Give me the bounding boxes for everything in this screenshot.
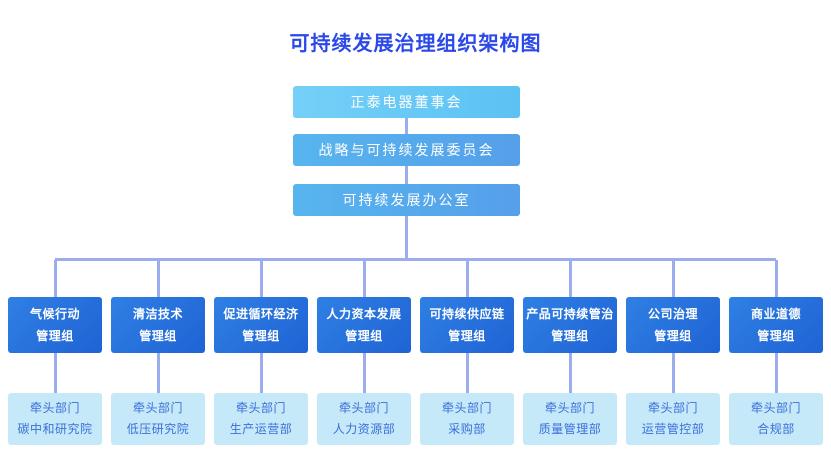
group-name-line2: 管理组: [448, 329, 486, 343]
lead-department-box: 牵头部门 采购部: [420, 393, 514, 445]
connector-line: [568, 260, 572, 297]
group-name-line2: 管理组: [551, 329, 589, 343]
sustainability-office-box: 可持续发展办公室: [293, 184, 520, 216]
lead-department-box: 牵头部门 合规部: [729, 393, 823, 445]
group-name-line2: 管理组: [242, 329, 280, 343]
management-group-box: 促进循环经济 管理组: [214, 297, 308, 353]
strategy-committee-box: 战略与可持续发展委员会: [293, 134, 520, 166]
group-column: 清洁技术 管理组 牵头部门 低压研究院: [111, 260, 205, 445]
group-column: 产品可持续管治 管理组 牵头部门 质量管理部: [523, 260, 617, 445]
connector-line: [405, 166, 408, 184]
connector-line: [671, 260, 675, 297]
lead-label: 牵头部门: [29, 401, 80, 415]
group-name-line1: 商业道德: [750, 307, 801, 321]
connector-line: [465, 260, 469, 297]
horizontal-bus-line: [55, 258, 776, 261]
management-group-box: 人力资本发展 管理组: [317, 297, 411, 353]
connector-line: [671, 353, 675, 393]
connector-line: [53, 353, 57, 393]
lead-label: 牵头部门: [132, 401, 183, 415]
connector-line: [465, 353, 469, 393]
management-group-box: 商业道德 管理组: [729, 297, 823, 353]
lead-label: 牵头部门: [647, 401, 698, 415]
group-name-line1: 清洁技术: [132, 307, 183, 321]
lead-department-name: 运营管控部: [641, 422, 705, 436]
lead-label: 牵头部门: [544, 401, 595, 415]
lead-department-name: 质量管理部: [538, 422, 602, 436]
lead-department-box: 牵头部门 运营管控部: [626, 393, 720, 445]
management-group-box: 产品可持续管治 管理组: [523, 297, 617, 353]
groups-row: 气候行动 管理组 牵头部门 碳中和研究院 清洁技术 管理组 牵头部门 低压研究院…: [0, 260, 831, 445]
group-name-line1: 促进循环经济: [223, 307, 299, 321]
group-column: 人力资本发展 管理组 牵头部门 人力资源部: [317, 260, 411, 445]
connector-line: [362, 260, 366, 297]
lead-department-name: 合规部: [757, 422, 795, 436]
lead-label: 牵头部门: [235, 401, 286, 415]
connector-line: [156, 260, 160, 297]
lead-department-box: 牵头部门 低压研究院: [111, 393, 205, 445]
group-name-line2: 管理组: [757, 329, 795, 343]
management-group-box: 可持续供应链 管理组: [420, 297, 514, 353]
group-column: 商业道德 管理组 牵头部门 合规部: [729, 260, 823, 445]
management-group-box: 气候行动 管理组: [8, 297, 102, 353]
lead-department-name: 碳中和研究院: [17, 422, 93, 436]
connector-line: [156, 353, 160, 393]
management-group-box: 公司治理 管理组: [626, 297, 720, 353]
group-column: 促进循环经济 管理组 牵头部门 生产运营部: [214, 260, 308, 445]
group-name-line2: 管理组: [345, 329, 383, 343]
lead-department-box: 牵头部门 碳中和研究院: [8, 393, 102, 445]
lead-department-name: 人力资源部: [332, 422, 396, 436]
group-name-line2: 管理组: [654, 329, 692, 343]
lead-department-name: 采购部: [448, 422, 486, 436]
group-column: 气候行动 管理组 牵头部门 碳中和研究院: [8, 260, 102, 445]
group-name-line1: 气候行动: [29, 307, 80, 321]
group-column: 可持续供应链 管理组 牵头部门 采购部: [420, 260, 514, 445]
lead-label: 牵头部门: [338, 401, 389, 415]
group-name-line1: 产品可持续管治: [526, 307, 614, 321]
connector-line: [405, 216, 408, 260]
connector-line: [568, 353, 572, 393]
lead-department-name: 低压研究院: [126, 422, 190, 436]
connector-line: [362, 353, 366, 393]
connector-line: [774, 260, 778, 297]
lead-department-box: 牵头部门 生产运营部: [214, 393, 308, 445]
connector-line: [774, 353, 778, 393]
page-title: 可持续发展治理组织架构图: [289, 33, 542, 55]
group-name-line2: 管理组: [36, 329, 74, 343]
lead-label: 牵头部门: [750, 401, 801, 415]
group-name-line1: 可持续供应链: [429, 307, 505, 321]
management-group-box: 清洁技术 管理组: [111, 297, 205, 353]
lead-department-box: 牵头部门 质量管理部: [523, 393, 617, 445]
connector-line: [259, 260, 263, 297]
connector-line: [53, 260, 57, 297]
lead-department-name: 生产运营部: [229, 422, 293, 436]
lead-label: 牵头部门: [441, 401, 492, 415]
board-of-directors-box: 正泰电器董事会: [293, 86, 520, 118]
lead-department-box: 牵头部门 人力资源部: [317, 393, 411, 445]
connector-line: [405, 118, 408, 134]
group-name-line1: 公司治理: [647, 307, 698, 321]
group-name-line1: 人力资本发展: [326, 307, 402, 321]
group-name-line2: 管理组: [139, 329, 177, 343]
connector-line: [259, 353, 263, 393]
group-column: 公司治理 管理组 牵头部门 运营管控部: [626, 260, 720, 445]
